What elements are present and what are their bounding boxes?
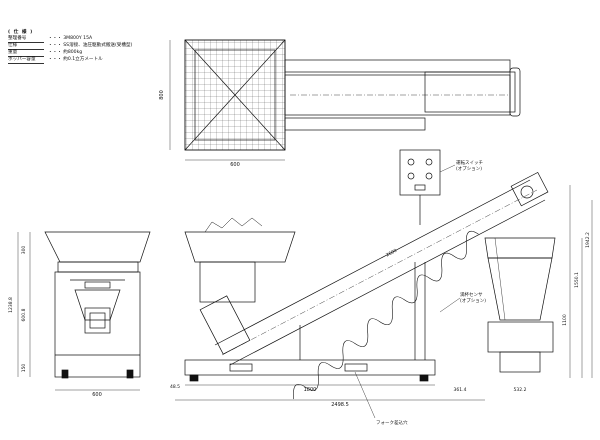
control-box [399, 149, 441, 196]
dim-top-width: 600 [230, 162, 240, 168]
control-knob-icon [407, 158, 415, 166]
dim-base-left: 48.5 [170, 384, 180, 390]
callout-switch-line2: (オプション) [456, 166, 482, 172]
dim-front-part2: 600.8 [21, 308, 27, 321]
callout-sensor-line2: (オプション) [460, 298, 486, 304]
dim-front-total: 1238.8 [8, 297, 14, 313]
spec-key: ホッパー容量 [8, 57, 44, 64]
dim-base-length: 1800 [304, 387, 317, 393]
receiving-tank [484, 185, 593, 378]
spec-row: ホッパー容量 ・・・ 約0.1立方メートル [8, 57, 132, 64]
dim-front-part1: 300 [21, 246, 27, 255]
dim-right-end: 532.2 [514, 387, 527, 393]
spec-key: 重量 [8, 50, 44, 57]
control-knob-icon [407, 172, 415, 180]
top-view-rail-lower [284, 117, 426, 131]
callout-forklift: フォーク差込穴 [376, 419, 408, 426]
top-view [169, 39, 521, 161]
receiving-tank-base [487, 321, 554, 353]
spec-row: 仕様 ・・・ SS溶接、油圧駆動式搬送(受槽型) [8, 43, 132, 50]
spec-row: 重量 ・・・ 約800kg [8, 50, 132, 57]
spec-header: ( 仕 様 ) [8, 30, 34, 35]
control-knob-icon [425, 158, 433, 166]
dim-total-length: 2498.5 [331, 402, 349, 408]
side-view-base [184, 359, 436, 376]
dim-top-height: 800 [159, 90, 165, 100]
control-knob-icon [425, 172, 433, 180]
dim-conveyor-length: 2600 [385, 248, 398, 259]
callout-switch-line1: 運転スイッチ [456, 160, 483, 166]
side-view-hopper [184, 231, 296, 263]
dim-front-width: 600 [92, 392, 102, 398]
spec-value: ・・・ SS溶接、油圧駆動式搬送(受槽型) [48, 43, 133, 48]
front-view [17, 231, 151, 391]
dim-height-right-1: 1100 [562, 314, 568, 326]
spec-key: 整理番号 [8, 36, 44, 43]
front-view-frame [54, 271, 141, 378]
spec-row: 整理番号 ・・・ 3M800Y 15A [8, 36, 132, 43]
spec-key: 仕様 [8, 43, 44, 50]
spec-value: ・・・ 約0.1立方メートル [48, 57, 103, 62]
callout-switch: 運転スイッチ (オプション) [456, 160, 484, 172]
callout-sensor-line1: 満杯センサ [460, 291, 483, 298]
spec-table: ( 仕 様 ) 整理番号 ・・・ 3M800Y 15A 仕様 ・・・ SS溶接、… [8, 30, 132, 64]
top-view-rail-upper [284, 59, 511, 73]
front-view-hopper [44, 231, 151, 263]
dim-front-part3: 150 [21, 364, 27, 373]
side-view [175, 149, 549, 401]
dim-offset-right: 361.4 [454, 387, 467, 393]
spec-value: ・・・ 3M800Y 15A [48, 36, 93, 41]
dim-height-right-2: 1550.1 [574, 272, 580, 288]
dim-height-right-3: 1942.2 [585, 232, 591, 248]
callout-sensor: 満杯センサ (オプション) [460, 291, 486, 304]
spec-value: ・・・ 約800kg [48, 50, 83, 55]
screw-conveyor [214, 171, 549, 400]
